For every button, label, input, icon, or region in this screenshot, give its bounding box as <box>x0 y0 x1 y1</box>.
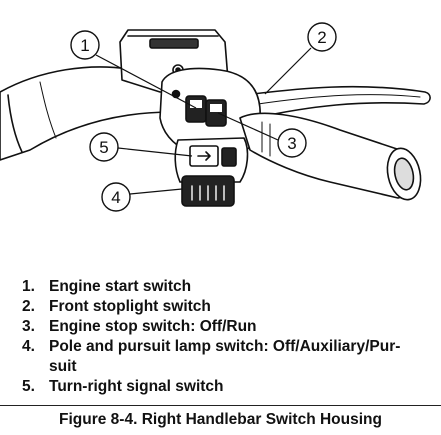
leader-line-1 <box>95 54 197 109</box>
callout-label-5: 5 <box>99 138 108 157</box>
callout-legend: 1. Engine start switch 2. Front stoplight … <box>22 277 434 397</box>
throttle-grip <box>239 112 415 199</box>
legend-number <box>22 357 49 377</box>
callout-circle-1 <box>70 30 100 60</box>
legend-text: Engine stop switch: Off/Run <box>49 318 257 335</box>
leader-line-5 <box>117 147 193 157</box>
legend-number: 4. <box>22 338 35 355</box>
legend-item: suit <box>22 357 434 377</box>
legend-text: Turn-right signal switch <box>49 378 224 395</box>
legend-item: 1. Engine start switch <box>22 277 434 297</box>
legend-item: 3. Engine stop switch: Off/Run <box>22 317 434 337</box>
legend-number: 3. <box>22 318 35 335</box>
legend-item: 5. Turn-right signal switch <box>22 377 434 397</box>
callout-circle-2 <box>307 22 337 52</box>
legend-text: suit <box>49 358 77 375</box>
legend-text: Pole and pursuit lamp switch: Off/Auxili… <box>49 338 401 355</box>
legend-item: 2. Front stoplight switch <box>22 297 434 317</box>
callout-circle-5 <box>89 132 119 162</box>
callout-label-1: 1 <box>80 36 89 55</box>
legend-text: Front stoplight switch <box>49 298 211 315</box>
legend-number: 2. <box>22 298 35 315</box>
engine-stop-switch <box>205 99 227 127</box>
callout-label-3: 3 <box>287 134 296 153</box>
legend-text: Engine start switch <box>49 278 192 295</box>
callout-label-2: 2 <box>317 28 326 47</box>
callout-circle-3 <box>277 128 307 158</box>
legend-number: 1. <box>22 278 35 295</box>
engine-start-switch <box>185 95 207 123</box>
callout-label-4: 4 <box>111 188 120 207</box>
leader-line-4 <box>129 188 183 195</box>
legend-number: 5. <box>22 378 35 395</box>
legend-item: 4. Pole and pursuit lamp switch: Off/Auxi… <box>22 337 434 357</box>
figure-caption: Figure 8-4. Right Handlebar Switch Housi… <box>59 411 382 428</box>
handlebar-illustration: 1 2 3 4 5 <box>0 22 431 212</box>
leader-line-3 <box>217 112 279 141</box>
caption-divider <box>0 405 441 406</box>
leader-line-2 <box>264 47 312 95</box>
callout-circle-4 <box>101 182 131 212</box>
